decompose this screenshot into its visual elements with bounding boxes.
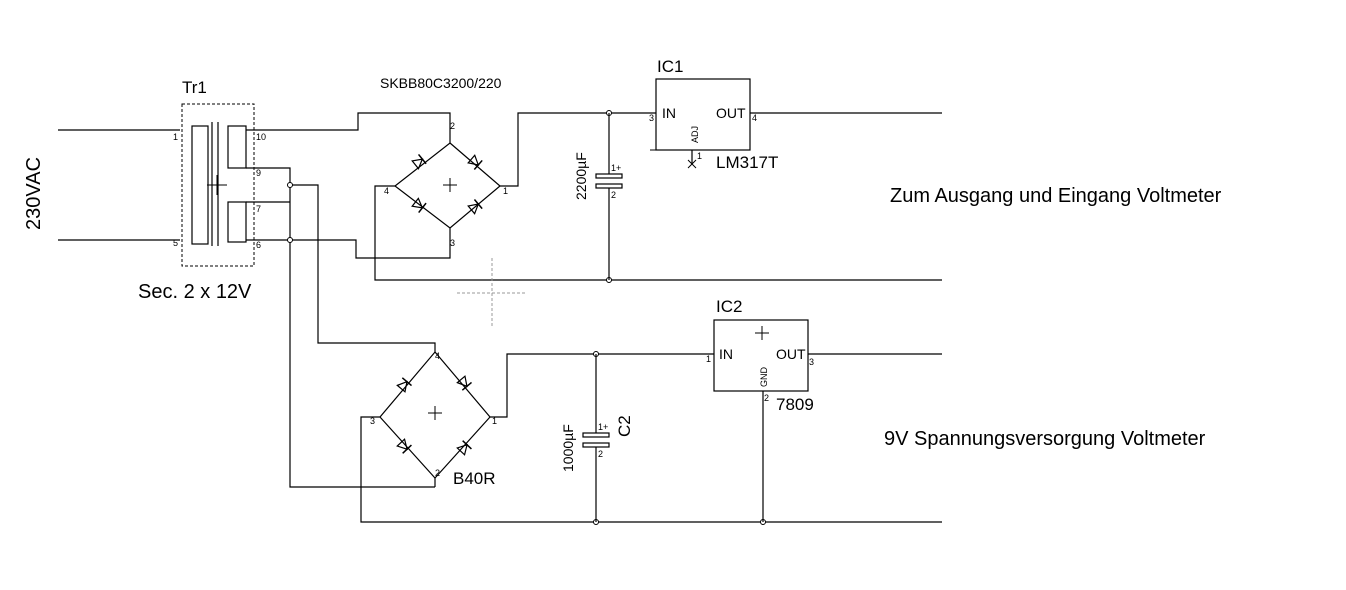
- cap1-value: 2200µF: [573, 152, 589, 200]
- ic2-pin-in: 1: [706, 354, 711, 364]
- positive-rail-2: [490, 353, 714, 418]
- tr1-pin-6: 6: [256, 240, 261, 250]
- ic1-adj-label: ADJ: [690, 126, 700, 143]
- ic2-body: [713, 319, 809, 392]
- tr1-pin-1: 1: [173, 132, 178, 142]
- bridge2-pin-left: 3: [370, 416, 375, 426]
- bridge1-pin-top: 2: [450, 121, 455, 131]
- transformer-ref: Tr1: [182, 78, 207, 97]
- bridge2-rectifier: [379, 351, 491, 479]
- crosshair-mark: [457, 258, 527, 328]
- ic1-adj-pin: [650, 149, 705, 169]
- bridge2-pin-top: 4: [435, 351, 440, 361]
- ic2-gnd-label: GND: [759, 367, 769, 388]
- tr1-pin-9: 9: [256, 168, 261, 178]
- cap2-value: 1000µF: [560, 424, 576, 472]
- ic1-part: LM317T: [716, 153, 778, 172]
- ic2-pin-out: 3: [809, 357, 814, 367]
- positive-rail-1: [500, 112, 656, 187]
- bridge1-pin-left: 4: [384, 186, 389, 196]
- ground-rail-2: [360, 416, 942, 523]
- ic2-pin-gnd: 2: [764, 393, 769, 403]
- cap2-pin-plus: 1+: [598, 422, 608, 432]
- ic1-pin-in: 3: [649, 113, 654, 123]
- cap2-pin-minus: 2: [598, 449, 603, 459]
- cap2-ref: C2: [615, 415, 634, 437]
- ic2-out-label: OUT: [776, 346, 806, 362]
- bridge2-part: B40R: [453, 469, 496, 488]
- secondary-wiring: [246, 112, 451, 488]
- ic2-part: 7809: [776, 395, 814, 414]
- transformer-tr1: [181, 103, 255, 267]
- capacitor-2200uf: [595, 113, 623, 280]
- bridge1-pin-bottom: 3: [450, 238, 455, 248]
- cap1-pin-plus: 1+: [611, 163, 621, 173]
- ic1-ref: IC1: [657, 57, 683, 76]
- ic1-pin-out: 4: [752, 113, 757, 123]
- output1-label: Zum Ausgang und Eingang Voltmeter: [890, 185, 1222, 207]
- tr1-pin-7: 7: [256, 204, 261, 214]
- bridge1-pin-right: 1: [503, 186, 508, 196]
- ground-rail-1: [374, 185, 942, 281]
- output2-label: 9V Spannungsversorgung Voltmeter: [884, 428, 1206, 450]
- tr1-pin-10: 10: [256, 132, 266, 142]
- input-voltage-label: 230VAC: [23, 157, 45, 230]
- junction-sec-center: [287, 182, 293, 188]
- ic1-out-label: OUT: [716, 105, 746, 121]
- tr1-pin-5: 5: [173, 238, 178, 248]
- cap1-pin-minus: 2: [611, 190, 616, 200]
- bridge1-rectifier: [394, 142, 501, 229]
- transformer-secondary-label: Sec. 2 x 12V: [138, 281, 252, 303]
- capacitor-c2: [582, 354, 610, 522]
- ic2-in-label: IN: [719, 346, 733, 362]
- junction-sec-bottom: [287, 237, 293, 243]
- bridge2-pin-bottom: 2: [435, 468, 440, 478]
- ic1-in-label: IN: [662, 105, 676, 121]
- ic2-ref: IC2: [716, 297, 742, 316]
- ic1-pin-adj: 1: [697, 151, 702, 161]
- bridge1-part: SKBB80C3200/220: [380, 75, 502, 91]
- bridge2-pin-right: 1: [492, 416, 497, 426]
